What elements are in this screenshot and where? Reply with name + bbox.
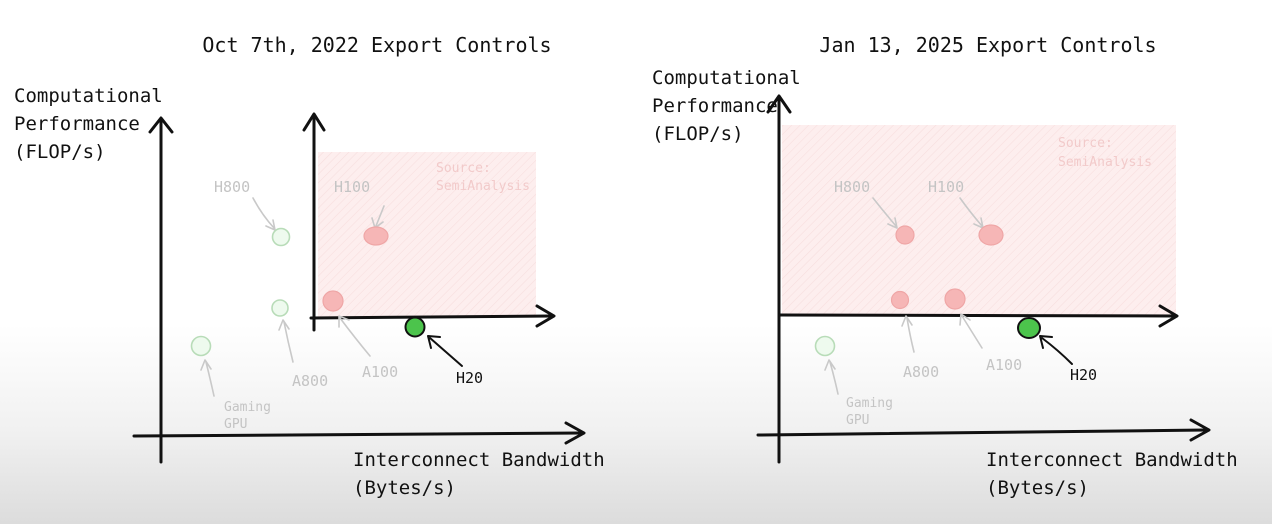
a100-arrow [959,313,983,349]
gaming-gpu-point [190,335,212,357]
x-axis-arrowhead [1189,418,1211,442]
a100-arrow [338,315,371,357]
h20-arrow [427,335,463,367]
h800-point [895,225,915,245]
gaming-gpu-arrow [824,359,839,395]
h800-label: H800 [214,178,250,196]
h100-point [363,226,389,246]
gaming-gpu-arrow [200,359,215,397]
y-axis-arrowhead [766,94,792,114]
threshold-horizontal-arrowhead [535,304,556,328]
a800-point [271,299,289,317]
x-axis-label-line1: Interconnect Bandwidth [353,449,605,471]
source-name: SemiAnalysis [1058,155,1152,170]
panel-title: Oct 7th, 2022 Export Controls [202,33,551,57]
h20-label: H20 [456,369,483,387]
y-axis-label-line2: Performance [652,95,778,117]
h800-arrow [252,197,276,231]
a100-label: A100 [986,356,1022,374]
h20-label: H20 [1070,366,1097,384]
a100-label: A100 [362,363,398,381]
h100-label: H100 [928,178,964,196]
y-axis-label-line1: Computational [14,85,163,107]
panel-2025: Jan 13, 2025 Export Controls Computation… [652,33,1238,499]
a800-label: A800 [292,372,328,390]
restricted-zone-hatch [318,152,536,317]
y-axis-arrowhead [148,116,174,134]
source-label: Source: [1058,136,1113,151]
a800-arrow [278,319,294,363]
x-axis-arrowhead [564,421,586,445]
x-axis [756,428,1208,437]
a100-point [322,290,344,312]
h800-label: H800 [834,178,870,196]
threshold-vertical-arrowhead [302,112,326,132]
h100-point [978,224,1004,246]
a800-arrow [901,315,915,353]
y-axis-label-line1: Computational [652,67,801,89]
panel-title: Jan 13, 2025 Export Controls [819,33,1156,57]
h20-point [404,316,426,338]
x-axis-label-line2: (Bytes/s) [353,477,456,499]
y-axis-label-line3: (FLOP/s) [652,123,744,145]
x-axis-label-line1: Interconnect Bandwidth [986,449,1238,471]
panel-2022: Oct 7th, 2022 Export Controls Computatio… [14,33,605,499]
a800-point [890,290,910,310]
x-axis-label-line2: (Bytes/s) [986,477,1089,499]
y-axis-label-line3: (FLOP/s) [14,141,106,163]
source-name: SemiAnalysis [436,179,530,194]
a100-point [944,288,966,310]
a800-label: A800 [903,363,939,381]
h100-label: H100 [334,178,370,196]
threshold-horizontal-axis [309,314,553,320]
gaming-gpu-point [814,335,836,357]
h800-point [271,227,291,247]
h20-point [1017,317,1041,339]
restricted-zone-hatch [782,125,1176,315]
y-axis-label-line2: Performance [14,113,140,135]
threshold-horizontal-arrowhead [1158,304,1179,328]
h800-arrow [872,197,898,229]
h20-arrow [1039,335,1073,365]
source-label: Source: [436,161,491,176]
x-axis [132,431,584,438]
threshold-horizontal-axis [777,313,1176,318]
